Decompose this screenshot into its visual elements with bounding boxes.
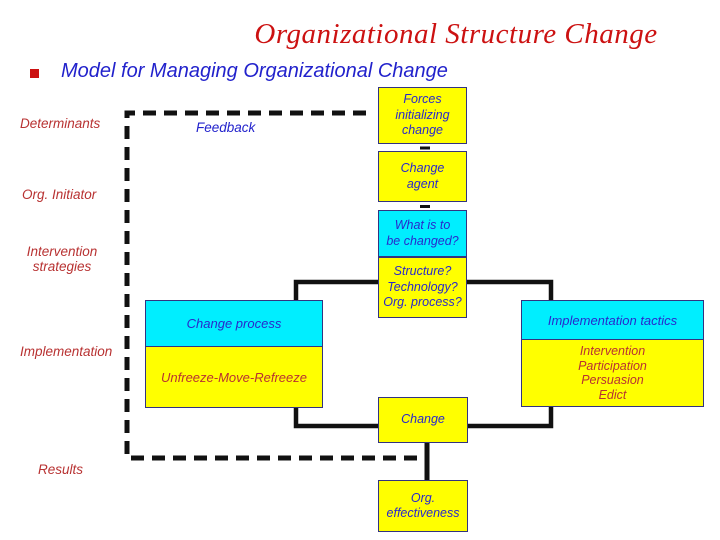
change-box: Change bbox=[378, 397, 468, 443]
implementation-tactics-header: Implementation tactics bbox=[521, 300, 704, 340]
unfreeze-move-refreeze-box: Unfreeze-Move-Refreeze bbox=[145, 347, 323, 408]
what-is-to-be-changed-box: What is to be changed? bbox=[378, 210, 467, 257]
stage-label-implementation: Implementation bbox=[20, 344, 113, 359]
connector-targets-to-change-process bbox=[293, 279, 378, 301]
connector-targets-to-impl-tactics bbox=[467, 279, 554, 301]
stage-label-results: Results bbox=[38, 462, 84, 477]
change-process-header: Change process bbox=[145, 300, 323, 347]
implementation-tactics-group: Implementation tactics Intervention Part… bbox=[521, 300, 704, 407]
change-agent-box: Change agent bbox=[378, 151, 467, 202]
forces-initializing-change-box: Forces initializing change bbox=[378, 87, 467, 144]
feedback-label: Feedback bbox=[196, 120, 256, 135]
change-process-group: Change process Unfreeze-Move-Refreeze bbox=[145, 300, 323, 408]
bullet-square-icon bbox=[30, 69, 39, 78]
change-targets-box: Structure? Technology? Org. process? bbox=[378, 257, 467, 318]
org-effectiveness-box: Org. effectiveness bbox=[378, 480, 468, 532]
stage-label-intervention-strategies: Intervention strategies bbox=[26, 244, 98, 274]
slide-title: Organizational Structure Change bbox=[254, 18, 658, 50]
connector-tactics-to-change bbox=[468, 406, 554, 429]
connector-process-to-change bbox=[293, 407, 378, 429]
feedback-loop-dashed-line bbox=[124, 110, 427, 461]
stage-label-determinants: Determinants bbox=[20, 116, 101, 131]
tactics-list-box: Intervention Participation Persuasion Ed… bbox=[521, 340, 704, 407]
stage-label-org-initiator: Org. Initiator bbox=[22, 187, 97, 202]
bullet-item-text: Model for Managing Organizational Change bbox=[61, 60, 448, 82]
